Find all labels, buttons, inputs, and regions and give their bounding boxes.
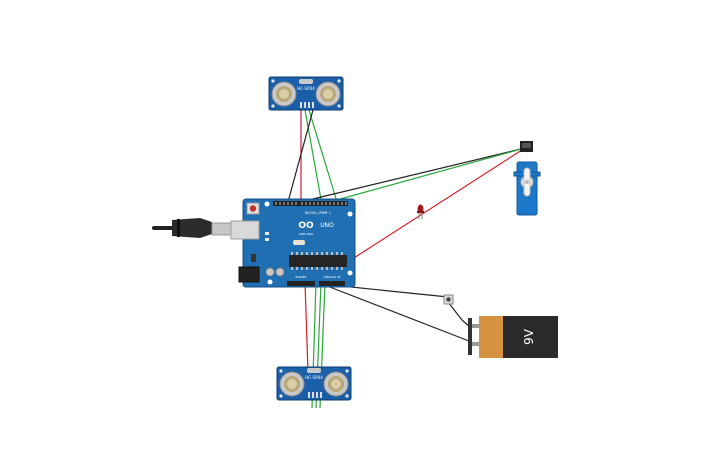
power-header [287,281,315,286]
ultrasonic-sensor-top[interactable]: HC-SR04 [268,76,344,111]
transducer-right [315,81,341,107]
push-button[interactable] [443,294,454,305]
analog-header [319,281,345,286]
arduino-uno-board[interactable]: DIGITAL (PWM~) OO UNO ARDUINO POWER ANAL… [230,198,356,288]
sensor-top-label: HC-SR04 [297,86,315,91]
wire-servo-signal[interactable] [321,147,526,205]
power-header-label: POWER [295,275,306,279]
battery-label: 9V [522,328,536,345]
transducer-right [323,371,349,397]
digital-header-label: DIGITAL (PWM~) [305,211,331,215]
power-jack [238,266,260,283]
usb-cable[interactable] [152,218,233,238]
transducer-left [279,371,305,397]
wire-battery-neg[interactable] [321,283,470,342]
ultrasonic-sensor-bottom[interactable]: HC-SR04 [276,366,352,401]
battery-connector [468,318,472,355]
usb-port [230,220,260,240]
transducer-left [271,81,297,107]
red-led[interactable] [417,204,424,220]
arduino-brand: ARDUINO [299,232,314,236]
sensor-bottom-label: HC-SR04 [305,375,323,380]
reset-button[interactable] [249,205,257,212]
arduino-model: UNO [320,222,334,229]
wire-battery-pos[interactable] [447,301,472,329]
battery-9v[interactable]: 9V [468,316,558,358]
arduino-logo: OO [298,221,314,231]
analog-header-label: ANALOG IN [324,275,341,279]
wire-servo-gnd[interactable] [291,147,526,205]
servo-motor[interactable] [513,141,541,216]
wire-top-sensor-echo[interactable] [308,109,339,206]
wire-top-sensor-gnd[interactable] [287,109,314,203]
wire-bottom-sensor-vcc[interactable] [304,282,309,373]
atmega-chip [289,255,347,267]
